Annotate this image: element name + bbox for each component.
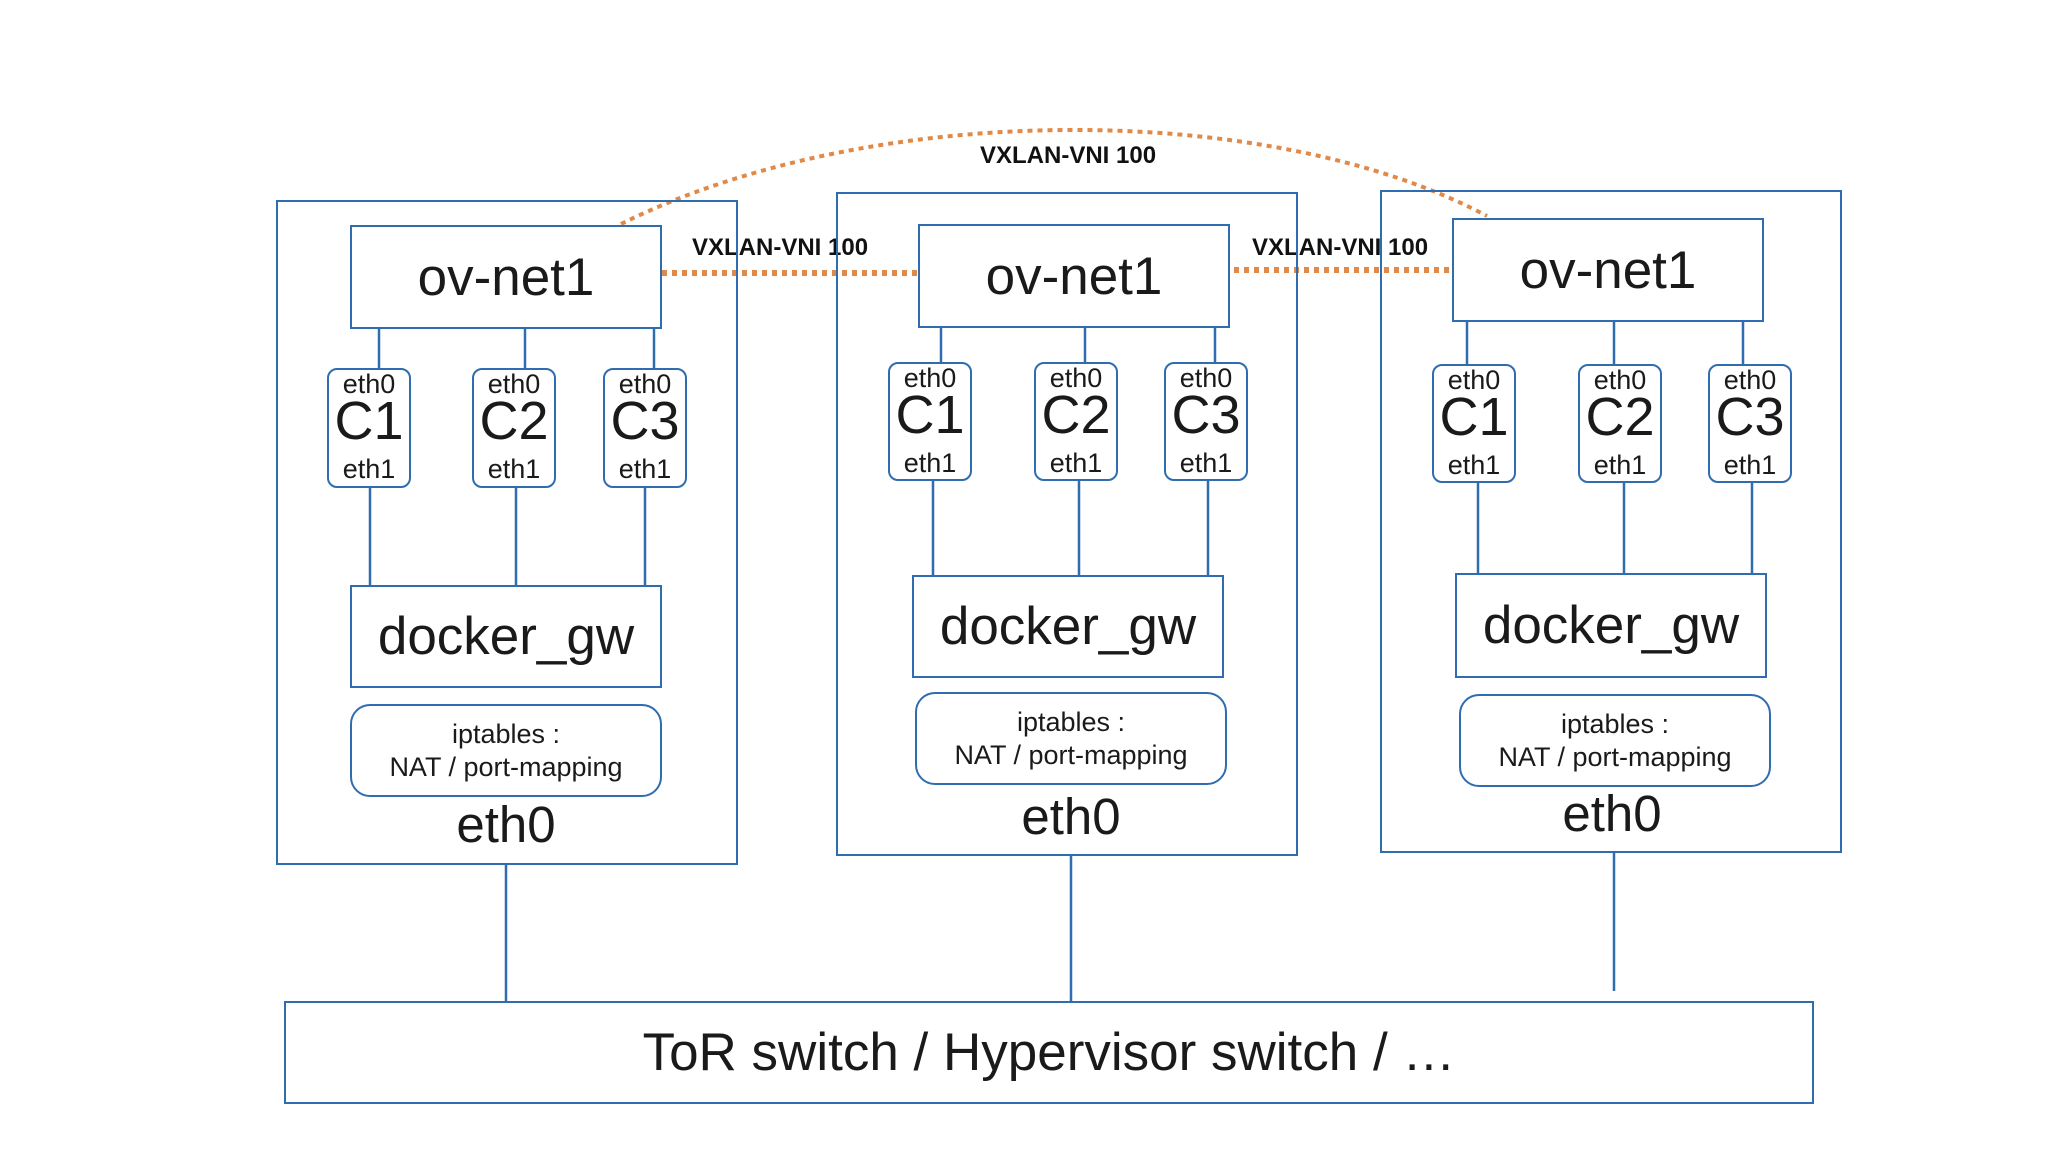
container-name: C2 <box>479 391 549 451</box>
container-eth0-label: eth0 <box>618 369 672 399</box>
host3-container-c2: eth0 C2 eth1 <box>1578 364 1662 483</box>
host2-container-c2: eth0 C2 eth1 <box>1034 362 1118 481</box>
host1-ov-net: ov-net1 <box>350 225 662 329</box>
iptables-title: iptables : <box>1016 706 1126 737</box>
host3-eth0-label: eth0 <box>1562 785 1662 842</box>
container-eth0-label: eth0 <box>903 363 957 393</box>
container-eth0-label: eth0 <box>1049 363 1103 393</box>
container-eth0-label: eth0 <box>1447 365 1501 395</box>
vxlan-link-1-2-label: VXLAN-VNI 100 <box>692 234 869 261</box>
iptables-desc: NAT / port-mapping <box>954 739 1188 770</box>
container-name: C2 <box>1041 385 1111 445</box>
container-eth0-label: eth0 <box>1593 365 1647 395</box>
host2-eth0-label: eth0 <box>1021 788 1121 845</box>
host3-container-c1: eth0 C1 eth1 <box>1432 364 1516 483</box>
host3-ov-net: ov-net1 <box>1452 218 1764 322</box>
container-eth0-label: eth0 <box>342 369 396 399</box>
host1-container-c3: eth0 C3 eth1 <box>603 368 687 488</box>
vxlan-arc-label: VXLAN-VNI 100 <box>980 142 1157 169</box>
container-eth1-label: eth1 <box>1723 450 1777 480</box>
host3-docker-gw: docker_gw <box>1455 573 1767 678</box>
container-name: C3 <box>1715 387 1785 447</box>
container-eth1-label: eth1 <box>1447 450 1501 480</box>
host2-container-c3: eth0 C3 eth1 <box>1164 362 1248 481</box>
container-eth0-label: eth0 <box>487 369 541 399</box>
container-name: C2 <box>1585 387 1655 447</box>
host-2 <box>836 192 1298 856</box>
iptables-desc: NAT / port-mapping <box>389 751 623 782</box>
container-eth1-label: eth1 <box>903 448 957 478</box>
container-eth0-label: eth0 <box>1723 365 1777 395</box>
host2-docker-gw: docker_gw <box>912 575 1224 678</box>
iptables-title: iptables : <box>451 718 561 749</box>
vxlan-link-2-3-label: VXLAN-VNI 100 <box>1252 234 1429 261</box>
container-eth0-label: eth0 <box>1179 363 1233 393</box>
tor-switch: ToR switch / Hypervisor switch / … <box>284 1001 1814 1104</box>
host2-iptables: iptables : NAT / port-mapping <box>915 692 1227 785</box>
host1-container-c2: eth0 C2 eth1 <box>472 368 556 488</box>
host3-iptables: iptables : NAT / port-mapping <box>1459 694 1771 787</box>
host3-container-c3: eth0 C3 eth1 <box>1708 364 1792 483</box>
host1-eth0-label: eth0 <box>456 796 556 853</box>
container-name: C1 <box>334 391 404 451</box>
host1-docker-gw: docker_gw <box>350 585 662 688</box>
container-eth1-label: eth1 <box>1049 448 1103 478</box>
container-eth1-label: eth1 <box>618 454 672 484</box>
host2-container-c1: eth0 C1 eth1 <box>888 362 972 481</box>
container-eth1-label: eth1 <box>1593 450 1647 480</box>
iptables-title: iptables : <box>1560 708 1670 739</box>
container-eth1-label: eth1 <box>1179 448 1233 478</box>
container-name: C1 <box>1439 387 1509 447</box>
container-name: C3 <box>1171 385 1241 445</box>
host2-ov-net: ov-net1 <box>918 224 1230 328</box>
container-name: C3 <box>610 391 680 451</box>
host1-iptables: iptables : NAT / port-mapping <box>350 704 662 797</box>
container-name: C1 <box>895 385 965 445</box>
container-eth1-label: eth1 <box>487 454 541 484</box>
host-1 <box>276 200 738 865</box>
container-eth1-label: eth1 <box>342 454 396 484</box>
iptables-desc: NAT / port-mapping <box>1498 741 1732 772</box>
host1-container-c1: eth0 C1 eth1 <box>327 368 411 488</box>
host-3 <box>1380 190 1842 853</box>
